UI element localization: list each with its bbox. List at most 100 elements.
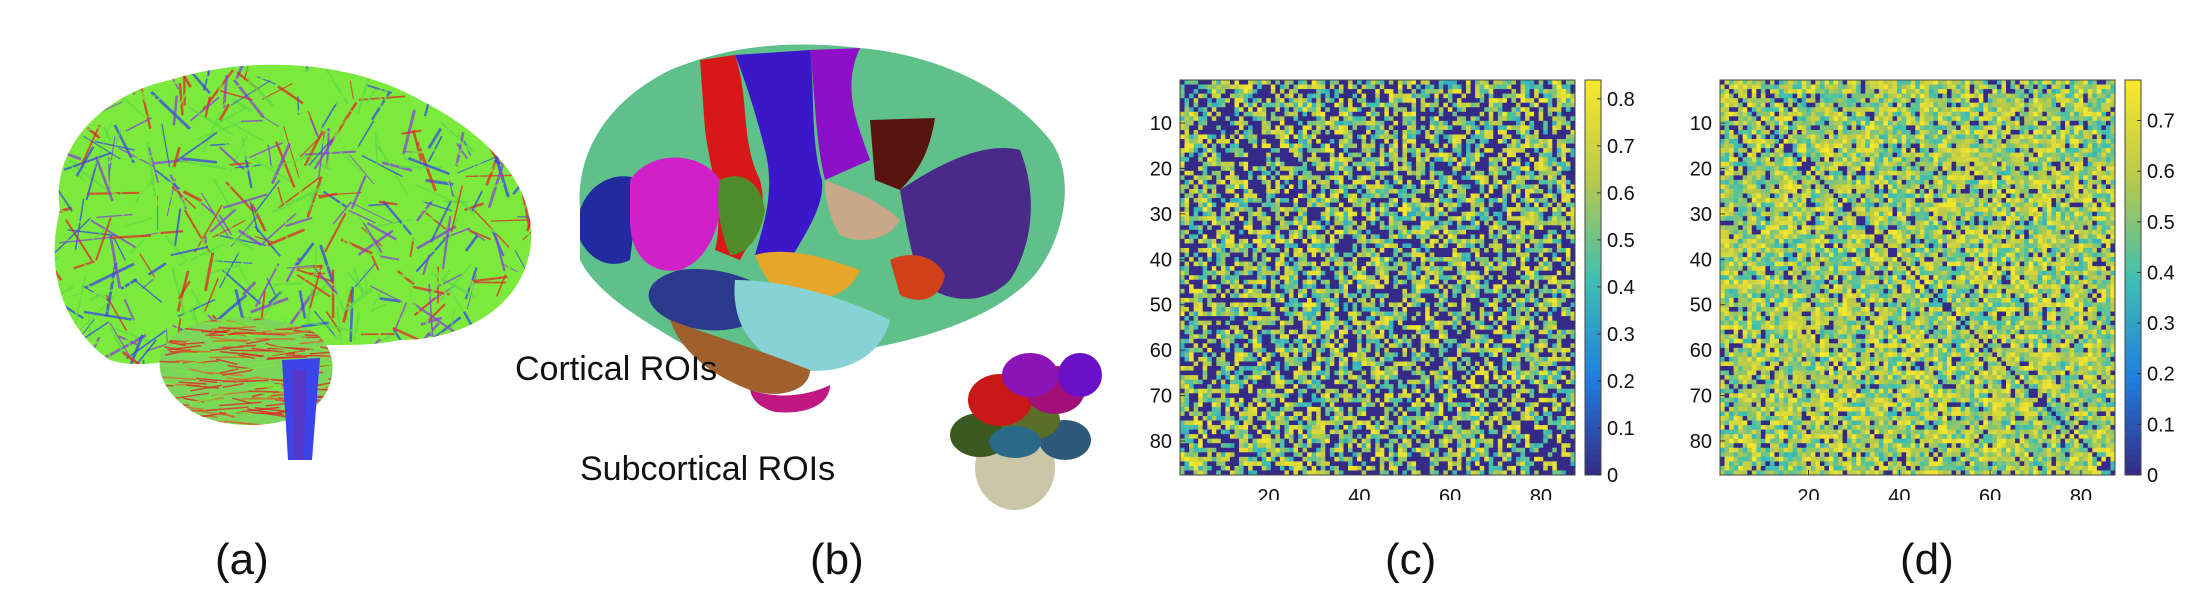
heatmap-cell [1534, 93, 1540, 99]
heatmap-cell [1552, 247, 1558, 253]
heatmap-cell [1443, 129, 1449, 135]
heatmap-cell [1284, 257, 1290, 263]
heatmap-cell [1298, 175, 1303, 181]
heatmap-cell [1402, 102, 1408, 108]
heatmap-cell [1475, 139, 1481, 144]
heatmap-cell [1461, 161, 1467, 167]
heatmap-cell [1506, 234, 1512, 240]
heatmap-cell [1307, 98, 1313, 104]
heatmap-cell [1220, 202, 1226, 208]
heatmap-cell [1320, 166, 1326, 172]
heatmap-cell [1229, 125, 1235, 131]
heatmap-cell [1397, 211, 1403, 217]
heatmap-cell [1343, 111, 1349, 117]
heatmap-cell [1316, 98, 1322, 104]
heatmap-cell [1329, 234, 1335, 240]
tract-fiber [318, 192, 338, 199]
heatmap-cell [1515, 184, 1521, 190]
tract-fiber [169, 193, 208, 221]
heatmap-cell [1393, 152, 1399, 158]
heatmap-cell [1243, 125, 1249, 131]
tract-fiber [356, 120, 375, 150]
heatmap-cell [1220, 216, 1226, 222]
heatmap-cell [1511, 216, 1517, 222]
heatmap-cell [1284, 102, 1290, 108]
heatmap-cell [1425, 116, 1431, 122]
heatmap-cell [1248, 257, 1254, 263]
heatmap-cell [1270, 225, 1276, 231]
heatmap-cell [1329, 93, 1335, 99]
heatmap-cell [1329, 225, 1335, 231]
heatmap-cell [1561, 102, 1567, 108]
heatmap-cell [1565, 216, 1571, 222]
heatmap-cell [1388, 225, 1394, 231]
heatmap-cell [1497, 193, 1503, 199]
heatmap-cell [1320, 193, 1326, 199]
heatmap-cell [1506, 102, 1512, 108]
heatmap-cell [1257, 129, 1263, 135]
heatmap-cell [1416, 207, 1422, 213]
heatmap-cell [1488, 102, 1494, 108]
heatmap-cell [1529, 111, 1535, 117]
cerebellar-fiber [199, 379, 217, 384]
heatmap-cell [1502, 270, 1508, 276]
cerebellar-fiber [230, 349, 270, 352]
heatmap-cell [1420, 143, 1426, 149]
heatmap-cell [1425, 275, 1431, 281]
heatmap-cell [1361, 202, 1367, 208]
tract-fiber [204, 277, 220, 312]
heatmap-cell [1529, 188, 1535, 194]
heatmap-cell [1338, 179, 1344, 185]
heatmap-cell [1565, 166, 1571, 172]
tract-fiber [382, 152, 409, 196]
heatmap-cell [1420, 257, 1426, 263]
heatmap-cell [1384, 261, 1390, 267]
heatmap-cell [1198, 84, 1204, 90]
tract-fiber [308, 139, 333, 166]
heatmap-cell [1543, 266, 1549, 272]
tract-fiber [254, 263, 280, 308]
heatmap-cell [1261, 102, 1267, 108]
heatmap-cell [1338, 238, 1344, 244]
heatmap-cell [1434, 184, 1440, 190]
tract-fiber [74, 104, 85, 131]
heatmap-cell [1461, 166, 1467, 172]
heatmap-cell [1538, 234, 1544, 240]
heatmap-cell [1420, 152, 1426, 158]
heatmap-cell [1361, 193, 1367, 199]
heatmap-cell [1329, 238, 1335, 244]
heatmap-cell [1180, 89, 1185, 95]
heatmap-cell [1384, 175, 1390, 181]
tract-fiber [522, 118, 532, 137]
heatmap-cell [1270, 238, 1276, 244]
tract-fiber [142, 350, 155, 365]
tract-fiber [176, 131, 218, 162]
heatmap-cell [1461, 211, 1467, 217]
heatmap-cell [1184, 120, 1190, 126]
heatmap-cell [1434, 188, 1440, 194]
heatmap-cell [1193, 152, 1199, 158]
heatmap-cell [1466, 89, 1471, 95]
tract-fiber [295, 242, 315, 267]
tract-fiber [165, 254, 184, 258]
heatmap-cell [1447, 275, 1453, 281]
tract-fiber [414, 183, 457, 204]
heatmap-cell [1184, 125, 1190, 131]
heatmap-cell [1234, 216, 1240, 222]
heatmap-cell [1475, 225, 1481, 231]
heatmap-cell [1429, 179, 1435, 185]
heatmap-cell [1216, 89, 1222, 95]
heatmap-cell [1248, 120, 1254, 126]
heatmap-cell [1407, 257, 1412, 263]
tract-fiber [141, 189, 164, 237]
heatmap-cell [1366, 170, 1372, 176]
heatmap-cell [1420, 275, 1426, 281]
heatmap-cell [1257, 225, 1263, 231]
heatmap-cell [1220, 84, 1226, 90]
heatmap-cell [1443, 170, 1449, 176]
heatmap-cell [1279, 252, 1285, 258]
heatmap-cell [1475, 188, 1481, 194]
heatmap-cell [1525, 184, 1530, 190]
heatmap-cell [1506, 247, 1512, 253]
heatmap-cell [1361, 84, 1367, 90]
